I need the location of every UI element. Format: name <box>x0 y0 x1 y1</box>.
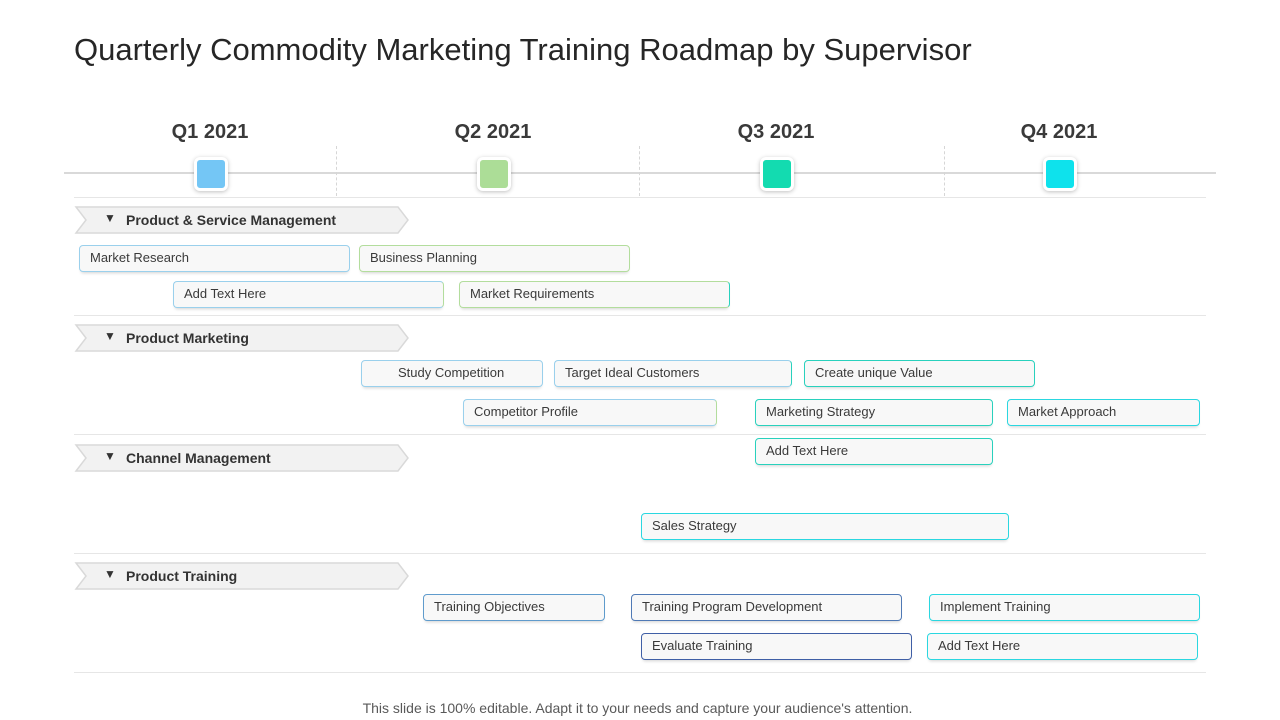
quarter-label-q4: Q4 2021 <box>1020 121 1098 143</box>
task-label: Marketing Strategy <box>766 404 876 419</box>
section-label: Product Training <box>126 568 238 584</box>
row-divider <box>74 672 1206 673</box>
section-header-product-training[interactable]: ▼ Product Training <box>74 561 410 591</box>
task-label: Study Competition <box>398 365 505 380</box>
task-bar-training-objectives[interactable]: Training Objectives <box>423 594 605 621</box>
quarter-label-q3: Q3 2021 <box>737 121 815 143</box>
section-label: Product & Service Management <box>126 212 337 228</box>
section-arrow-shape <box>74 324 409 352</box>
task-bar-add-text[interactable]: Add Text Here <box>927 633 1198 660</box>
quarter-divider <box>944 146 945 196</box>
section-label: Channel Management <box>126 450 271 466</box>
section-header-product-marketing[interactable]: ▼ Product Marketing <box>74 323 410 353</box>
task-bar-add-text[interactable]: Add Text Here <box>173 281 444 308</box>
section-arrow-shape <box>74 562 409 590</box>
section-header-channel-management[interactable]: ▼ Channel Management <box>74 443 410 473</box>
row-divider <box>74 434 1206 435</box>
page-title: Quarterly Commodity Marketing Training R… <box>74 32 972 67</box>
task-label: Add Text Here <box>938 638 1021 653</box>
chevron-down-icon: ▼ <box>104 449 116 463</box>
task-label: Competitor Profile <box>474 404 579 419</box>
task-label: Add Text Here <box>184 286 267 301</box>
task-bar-add-text[interactable]: Add Text Here <box>755 438 993 465</box>
task-label: Evaluate Training <box>652 638 753 653</box>
chevron-down-icon: ▼ <box>104 329 116 343</box>
task-bar-market-requirements[interactable]: Market Requirements <box>459 281 730 308</box>
row-divider <box>74 553 1206 554</box>
task-bar-market-research[interactable]: Market Research <box>79 245 350 272</box>
task-label: Training Objectives <box>434 599 545 614</box>
task-bar-create-unique-value[interactable]: Create unique Value <box>804 360 1035 387</box>
quarter-label-q2: Q2 2021 <box>454 121 532 143</box>
quarter-marker-q3 <box>760 157 794 191</box>
task-bar-implement-training[interactable]: Implement Training <box>929 594 1200 621</box>
timeline-axis <box>64 172 1216 174</box>
quarter-marker-q2 <box>477 157 511 191</box>
task-bar-training-program-development[interactable]: Training Program Development <box>631 594 902 621</box>
task-label: Market Research <box>90 250 189 265</box>
chevron-down-icon: ▼ <box>104 567 116 581</box>
section-arrow-shape <box>74 444 409 472</box>
quarter-marker-q4 <box>1043 157 1077 191</box>
task-label: Target Ideal Customers <box>565 365 700 380</box>
task-label: Sales Strategy <box>652 518 737 533</box>
quarter-marker-q1 <box>194 157 228 191</box>
task-bar-competitor-profile[interactable]: Competitor Profile <box>463 399 717 426</box>
task-bar-target-ideal-customers[interactable]: Target Ideal Customers <box>554 360 792 387</box>
task-label: Training Program Development <box>642 599 823 614</box>
task-bar-market-approach[interactable]: Market Approach <box>1007 399 1200 426</box>
quarter-divider <box>336 146 337 196</box>
task-label: Implement Training <box>940 599 1051 614</box>
task-bar-sales-strategy[interactable]: Sales Strategy <box>641 513 1009 540</box>
chevron-down-icon: ▼ <box>104 211 116 225</box>
footer-note: This slide is 100% editable. Adapt it to… <box>362 700 913 716</box>
row-divider <box>74 197 1206 198</box>
task-label: Market Requirements <box>470 286 595 301</box>
row-divider <box>74 315 1206 316</box>
task-bar-study-competition[interactable]: Study Competition <box>361 360 543 387</box>
task-label: Create unique Value <box>815 365 933 380</box>
section-arrow-shape <box>74 206 409 234</box>
task-bar-business-planning[interactable]: Business Planning <box>359 245 630 272</box>
quarter-divider <box>639 146 640 196</box>
section-label: Product Marketing <box>126 330 249 346</box>
task-label: Add Text Here <box>766 443 849 458</box>
task-label: Business Planning <box>370 250 477 265</box>
quarter-label-q1: Q1 2021 <box>171 121 249 143</box>
task-bar-marketing-strategy[interactable]: Marketing Strategy <box>755 399 993 426</box>
task-bar-evaluate-training[interactable]: Evaluate Training <box>641 633 912 660</box>
section-header-product-service-management[interactable]: ▼ Product & Service Management <box>74 205 410 235</box>
task-label: Market Approach <box>1018 404 1117 419</box>
